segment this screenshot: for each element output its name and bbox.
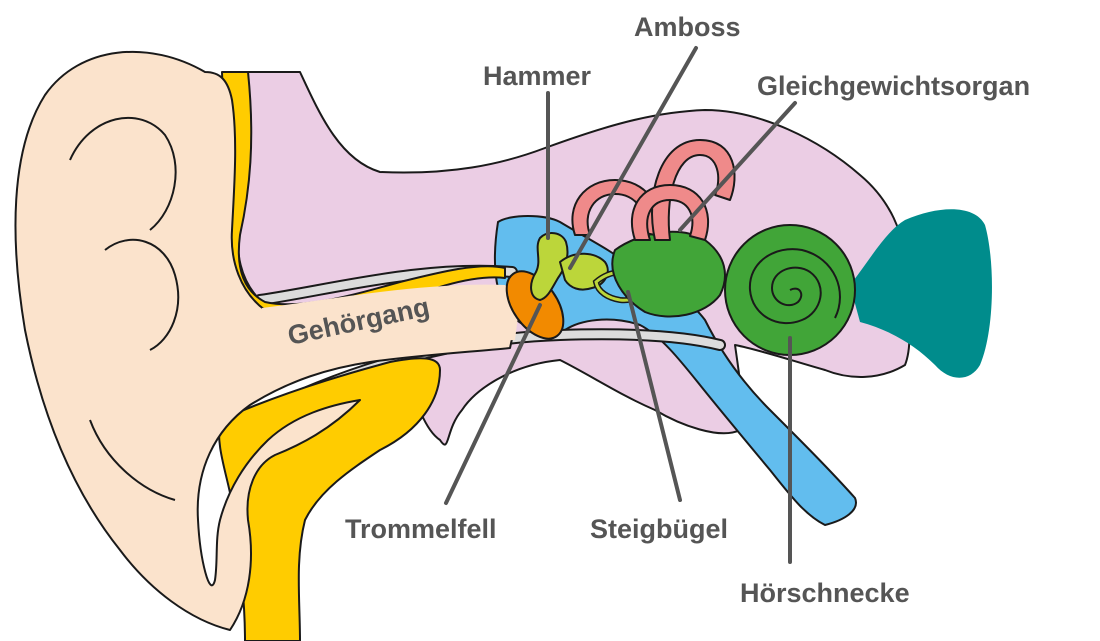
label-hoerschnecke: Hörschnecke	[740, 578, 910, 608]
label-trommelfell: Trommelfell	[345, 514, 497, 544]
label-gleichgewichtsorgan: Gleichgewichtsorgan	[757, 71, 1030, 101]
anvil	[560, 254, 608, 290]
label-steigbuegel: Steigbügel	[590, 514, 728, 544]
label-hammer: Hammer	[483, 61, 592, 91]
label-amboss: Amboss	[634, 12, 741, 42]
